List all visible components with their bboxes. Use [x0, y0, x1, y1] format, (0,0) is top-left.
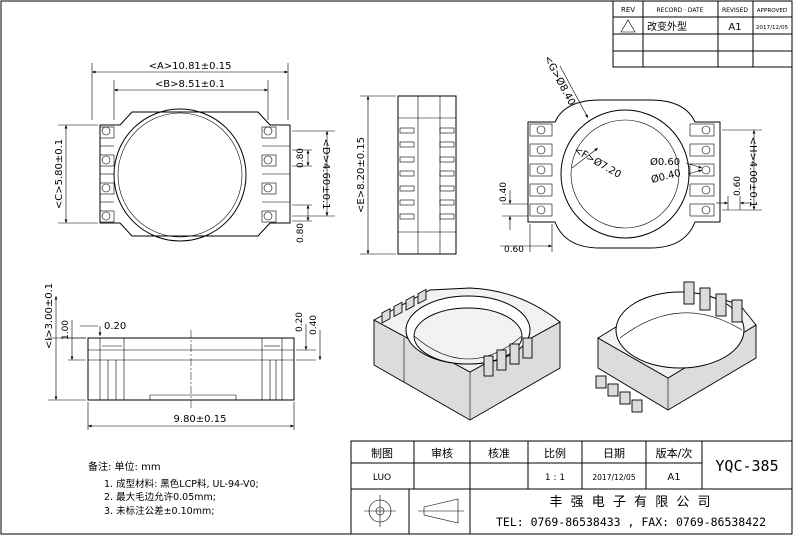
revised-header: REVISED [722, 7, 748, 14]
rev-record: 改变外型 [647, 20, 687, 33]
projection-symbol-icon [364, 495, 464, 527]
revision-table: REV RECORD · DATE REVISED APPROVED 改变外型 … [612, 0, 793, 68]
dim-d-label: <D>4.60±0.1 [320, 138, 331, 209]
header-scale: 比例 [544, 446, 566, 460]
dim-pitch-1-label: 0.80 [296, 148, 306, 168]
value-drawn: LUO [373, 473, 391, 483]
dim-phi-040-label: Ø0.40 [650, 167, 682, 186]
dim-width-label: 9.80±0.15 [174, 414, 227, 425]
dim-h-100-label: 1.00 [61, 320, 71, 340]
dim-phi-060-label: Ø0.60 [650, 156, 680, 168]
note-3: 3. 未标注公差±0.10mm; [104, 505, 214, 517]
header-drawn: 制图 [371, 447, 393, 460]
approved-header: APPROVED [757, 8, 787, 14]
note-1: 1. 成型材料: 黑色LCP料, UL-94-V0; [104, 478, 259, 490]
iso-top-pins-left [381, 288, 427, 324]
front-view: <A>10.81±0.15 <B>8.51±0.1 <C>5.80±0.1 <D… [54, 61, 335, 243]
dim-a-label: <A>10.81±0.15 [149, 61, 232, 72]
company-contact: TEL: 0769-86538433 , FAX: 0769-86538422 [496, 515, 766, 529]
iso-bottom-pins-right [683, 281, 743, 323]
value-date: 2017/12/05 [592, 473, 635, 482]
value-version: A1 [667, 472, 680, 483]
dim-left-040-label: 0.40 [499, 182, 509, 202]
side-view: <E>8.20±0.15 [356, 95, 457, 255]
note-2: 2. 最大毛边允许0.05mm; [104, 491, 216, 503]
notes-header: 备注: 单位: mm [88, 460, 161, 473]
isometric-view-bottom [595, 281, 757, 413]
iso-top-pins-right [483, 337, 533, 377]
rev-header: REV [621, 6, 635, 14]
right-pin-row [261, 126, 290, 223]
header-checked: 审核 [431, 446, 453, 460]
rev-approved: 2017/12/05 [756, 25, 789, 31]
dim-e-label: <E>8.20±0.15 [356, 137, 367, 213]
dim-b-label: <B>8.51±0.1 [155, 79, 225, 90]
warning-triangle-icon [620, 19, 636, 33]
side-pin-slots [399, 127, 455, 220]
dim-c-label: <C>5.80±0.1 [54, 139, 65, 209]
dim-pitch-2-label: 0.80 [296, 223, 306, 243]
dim-r-020-label: 0.20 [295, 312, 305, 332]
section-view: <I>3.00±0.1 1.00 0.20 0.20 0.40 9.80±0.1… [44, 283, 322, 430]
left-pin-row [99, 126, 115, 223]
dim-i-label: <I>3.00±0.1 [44, 283, 55, 349]
value-scale: 1 : 1 [545, 473, 565, 483]
iso-bottom-pins-left [595, 375, 643, 413]
part-number: YQC-385 [715, 457, 778, 475]
dim-h-label: <H>4.00±0.1 [747, 137, 758, 208]
bottom-left-pins [529, 123, 553, 217]
bottom-right-pins [689, 123, 715, 217]
dim-r-040-label: 0.40 [309, 315, 319, 335]
header-approved: 核准 [488, 446, 510, 460]
bottom-view: <G>Ø8.40 <F>Ø7.20 Ø0.60 Ø0.40 <H>4.00±0.… [499, 54, 762, 255]
isometric-view-top [373, 287, 561, 421]
record-date-header: RECORD · DATE [657, 7, 704, 14]
dim-side-060-label: 0.60 [733, 176, 743, 196]
dim-h-020-label: 0.20 [104, 321, 126, 332]
header-version: 版本/次 [656, 446, 693, 460]
dim-bottom-060-label: 0.60 [504, 245, 524, 255]
header-date: 日期 [603, 447, 625, 460]
notes-block: 备注: 单位: mm 1. 成型材料: 黑色LCP料, UL-94-V0; 2.… [88, 460, 259, 517]
rev-revised: A1 [728, 22, 741, 33]
company-name: 丰 强 电 子 有 限 公 司 [550, 495, 713, 510]
title-block: 制图 审核 核准 比例 日期 版本/次 LUO 1 : 1 2017/12/05… [350, 440, 793, 535]
dim-g-label: <G>Ø8.40 [542, 54, 578, 108]
